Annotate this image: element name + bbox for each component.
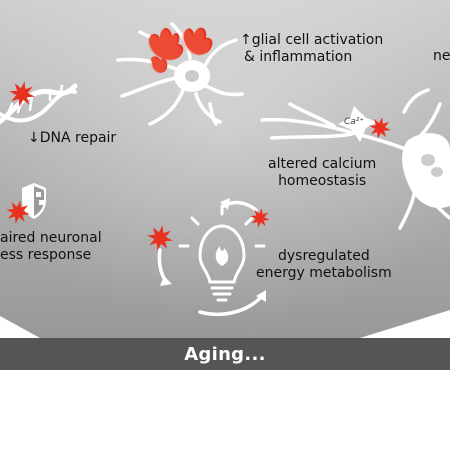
label-glial-line2: & inflammation xyxy=(244,49,353,65)
right-wedge xyxy=(360,310,450,338)
glial-flame-left xyxy=(149,27,184,60)
stress-burst xyxy=(6,200,30,224)
damage-bursts xyxy=(6,27,391,251)
glial-flame-left-highlight xyxy=(148,29,182,61)
left-wedge xyxy=(0,316,40,338)
calcium-burst xyxy=(369,117,391,139)
energy-burst-left xyxy=(147,225,173,251)
label-calcium-line2: homeostasis xyxy=(278,173,367,189)
label-energy: dysregulated energy metabolism xyxy=(256,248,392,282)
label-dna-repair: ↓DNA repair xyxy=(28,130,117,146)
calcium-ion-shape xyxy=(338,106,378,142)
label-stress-response: aired neuronal ess response xyxy=(0,230,102,264)
lightbulb-icon xyxy=(178,204,266,302)
flame-icon xyxy=(215,246,229,266)
dna-burst xyxy=(9,81,35,107)
label-glial-line1: ↑glial cell activation xyxy=(240,32,384,48)
neuron-soma xyxy=(402,133,450,208)
label-calcium-ion: Ca²⁺ xyxy=(344,117,365,127)
label-stress-line2: ess response xyxy=(0,247,92,263)
label-neuro-cut: ne xyxy=(433,48,450,64)
shield-icon xyxy=(22,183,46,219)
aging-banner: Aging... xyxy=(0,338,450,370)
arrow-heads xyxy=(160,198,266,302)
glial-flame-top-highlight xyxy=(182,29,211,56)
label-calcium: altered calcium homeostasis xyxy=(268,156,376,190)
label-energy-line2: energy metabolism xyxy=(256,265,392,281)
glial-flame-small xyxy=(151,56,168,73)
label-energy-line1: dysregulated xyxy=(277,248,370,264)
glial-flame-top xyxy=(183,27,213,55)
glial-flame-small-highlight xyxy=(150,57,166,74)
label-calcium-line1: altered calcium xyxy=(268,156,377,172)
label-glial-activation: ↑glial cell activation & inflammation xyxy=(240,32,383,66)
energy-burst-right xyxy=(250,208,270,228)
label-stress-line1: aired neuronal xyxy=(0,230,102,246)
